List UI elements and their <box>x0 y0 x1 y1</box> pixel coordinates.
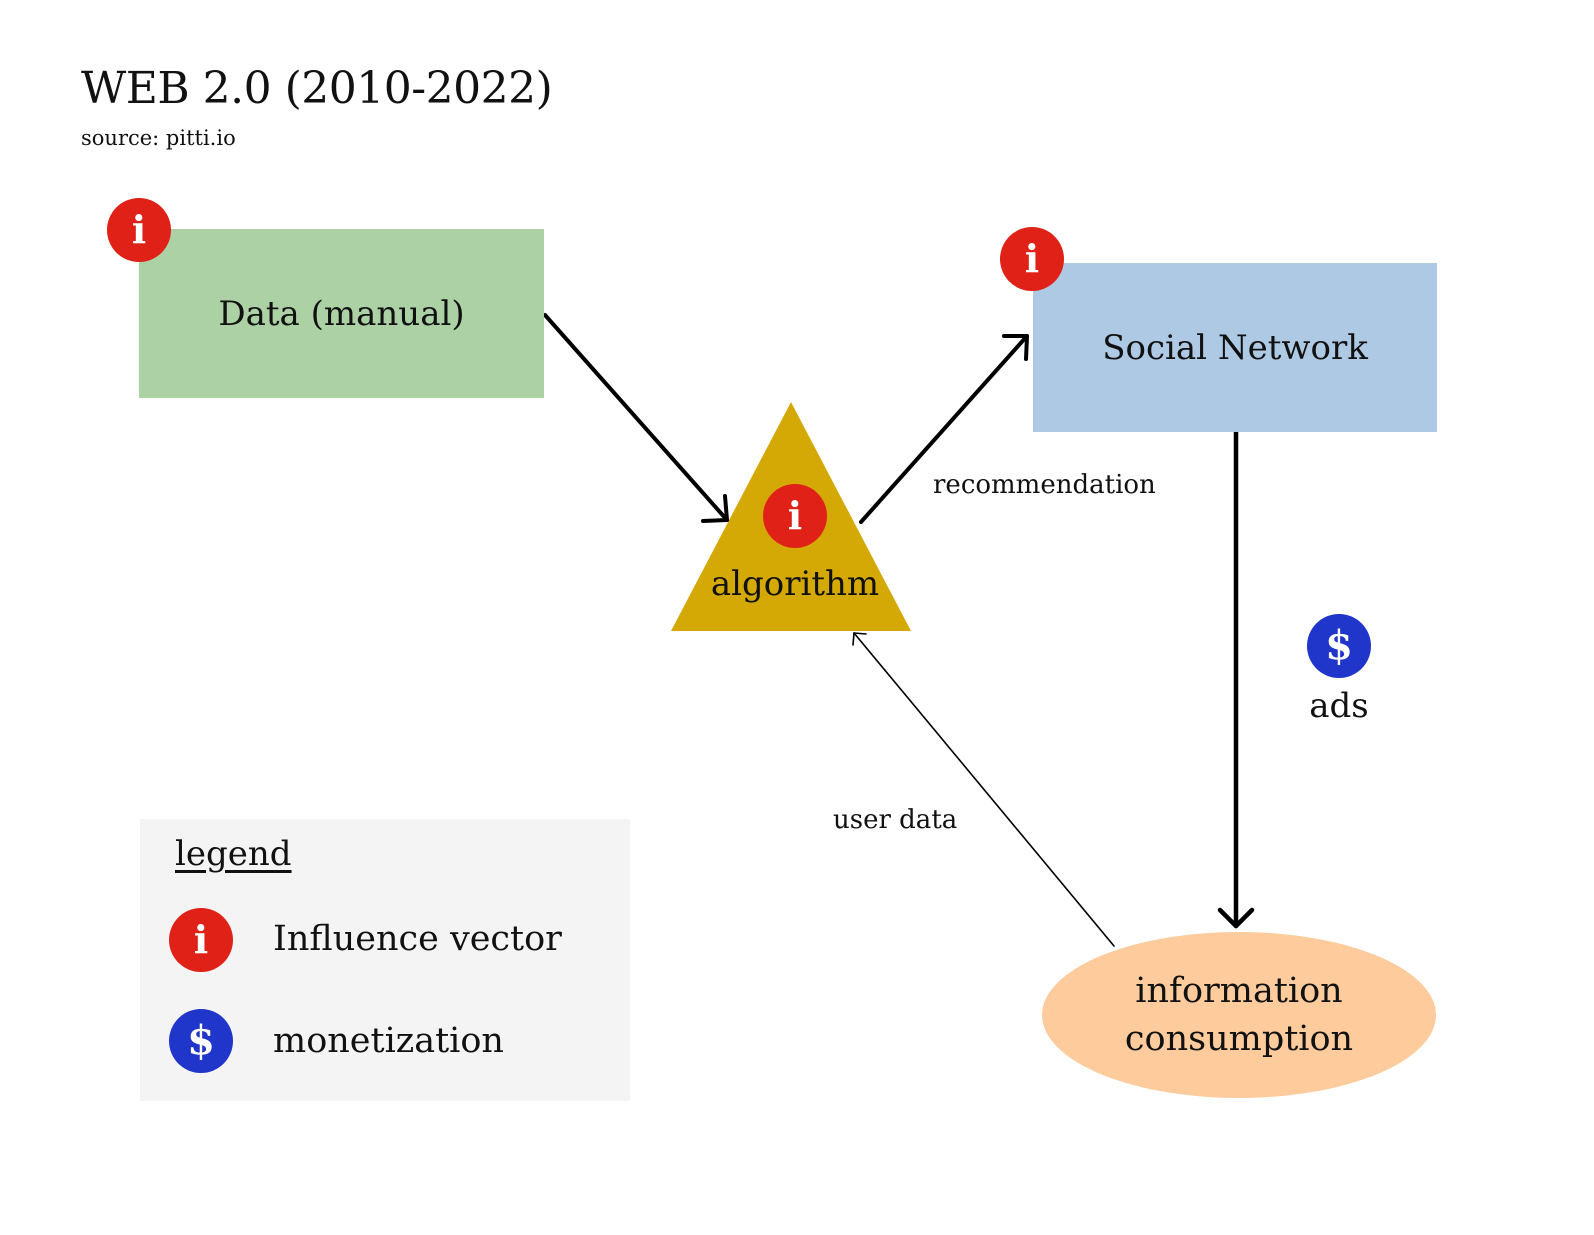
ads-label: ads <box>1309 686 1369 726</box>
consumption-label-line1: information <box>1135 971 1343 1011</box>
dollar-icon: $ <box>169 1009 233 1073</box>
edge-algorithm-to-social <box>859 334 1029 524</box>
data-manual-label: Data (manual) <box>218 293 465 334</box>
dollar-icon: $ <box>1307 614 1371 678</box>
edge-data-to-algorithm <box>543 313 729 523</box>
legend-panel: legend i Influence vector $ monetization <box>140 819 630 1101</box>
edge-consumption-to-algorithm <box>852 632 1115 947</box>
influence-vector-icon: i <box>1000 227 1064 291</box>
legend-influence-label: Influence vector <box>273 919 562 959</box>
influence-vector-icon: i <box>169 908 233 972</box>
social-network-node: Social Network <box>1033 263 1437 432</box>
page-title: WEB 2.0 (2010-2022) <box>81 63 553 114</box>
legend-title: legend <box>175 834 292 874</box>
social-network-label: Social Network <box>1102 327 1368 368</box>
user-data-label: user data <box>833 805 958 835</box>
information-consumption-node: information consumption <box>1042 932 1436 1098</box>
legend-monetization-label: monetization <box>273 1021 504 1061</box>
edge-social-to-consumption <box>1217 427 1255 929</box>
consumption-label-line2: consumption <box>1124 1019 1354 1059</box>
recommendation-label: recommendation <box>933 470 1156 500</box>
data-manual-node: Data (manual) <box>139 229 544 398</box>
algorithm-label: algorithm <box>710 564 880 604</box>
source-caption: source: pitti.io <box>81 126 236 150</box>
influence-vector-icon: i <box>763 484 827 548</box>
influence-vector-icon: i <box>107 198 171 262</box>
